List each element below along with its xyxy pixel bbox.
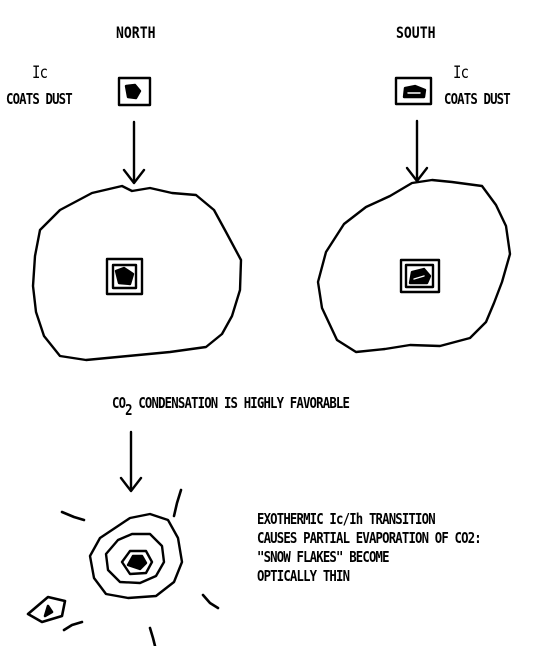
- condensation-statement: CO2 CONDENSATION IS HIGHLY FAVORABLE: [112, 394, 350, 419]
- transition-note-line4: OPTICALLY THIN: [257, 567, 350, 585]
- north-heading: NORTH: [116, 23, 156, 42]
- transition-note-line3: "SNOW FLAKES" BECOME: [257, 548, 390, 566]
- evaporation-fragments: [26, 488, 220, 646]
- north-inner-grain-box: [105, 257, 144, 296]
- north-dust-grain-box: [117, 76, 152, 107]
- south-snowflake-outline: [316, 178, 512, 354]
- south-inner-grain-box: [399, 258, 441, 294]
- south-coats-dust-label: COATS DUST: [444, 90, 511, 108]
- north-snowflake-outline: [31, 184, 243, 362]
- condensation-subscript: 2: [125, 401, 132, 419]
- evaporating-core-grain: [120, 549, 154, 576]
- south-down-arrow: [405, 119, 429, 183]
- north-ic-label: Ic: [32, 63, 48, 83]
- transition-note-line2: CAUSES PARTIAL EVAPORATION OF CO2:: [257, 529, 482, 547]
- evaporating-outer-outline: [88, 512, 184, 600]
- condensation-rest: CONDENSATION IS HIGHLY FAVORABLE: [131, 394, 350, 412]
- transition-note-line1: EXOTHERMIC Ic/Ih TRANSITION: [257, 510, 436, 528]
- north-coats-dust-label: COATS DUST: [6, 90, 73, 108]
- south-dust-grain-box: [394, 76, 433, 106]
- condensation-co: CO: [112, 394, 126, 412]
- south-ic-label: Ic: [453, 63, 469, 83]
- evaporating-middle-outline: [104, 532, 166, 585]
- south-heading: SOUTH: [396, 23, 436, 42]
- lower-down-arrow: [119, 430, 143, 493]
- north-down-arrow: [122, 120, 146, 185]
